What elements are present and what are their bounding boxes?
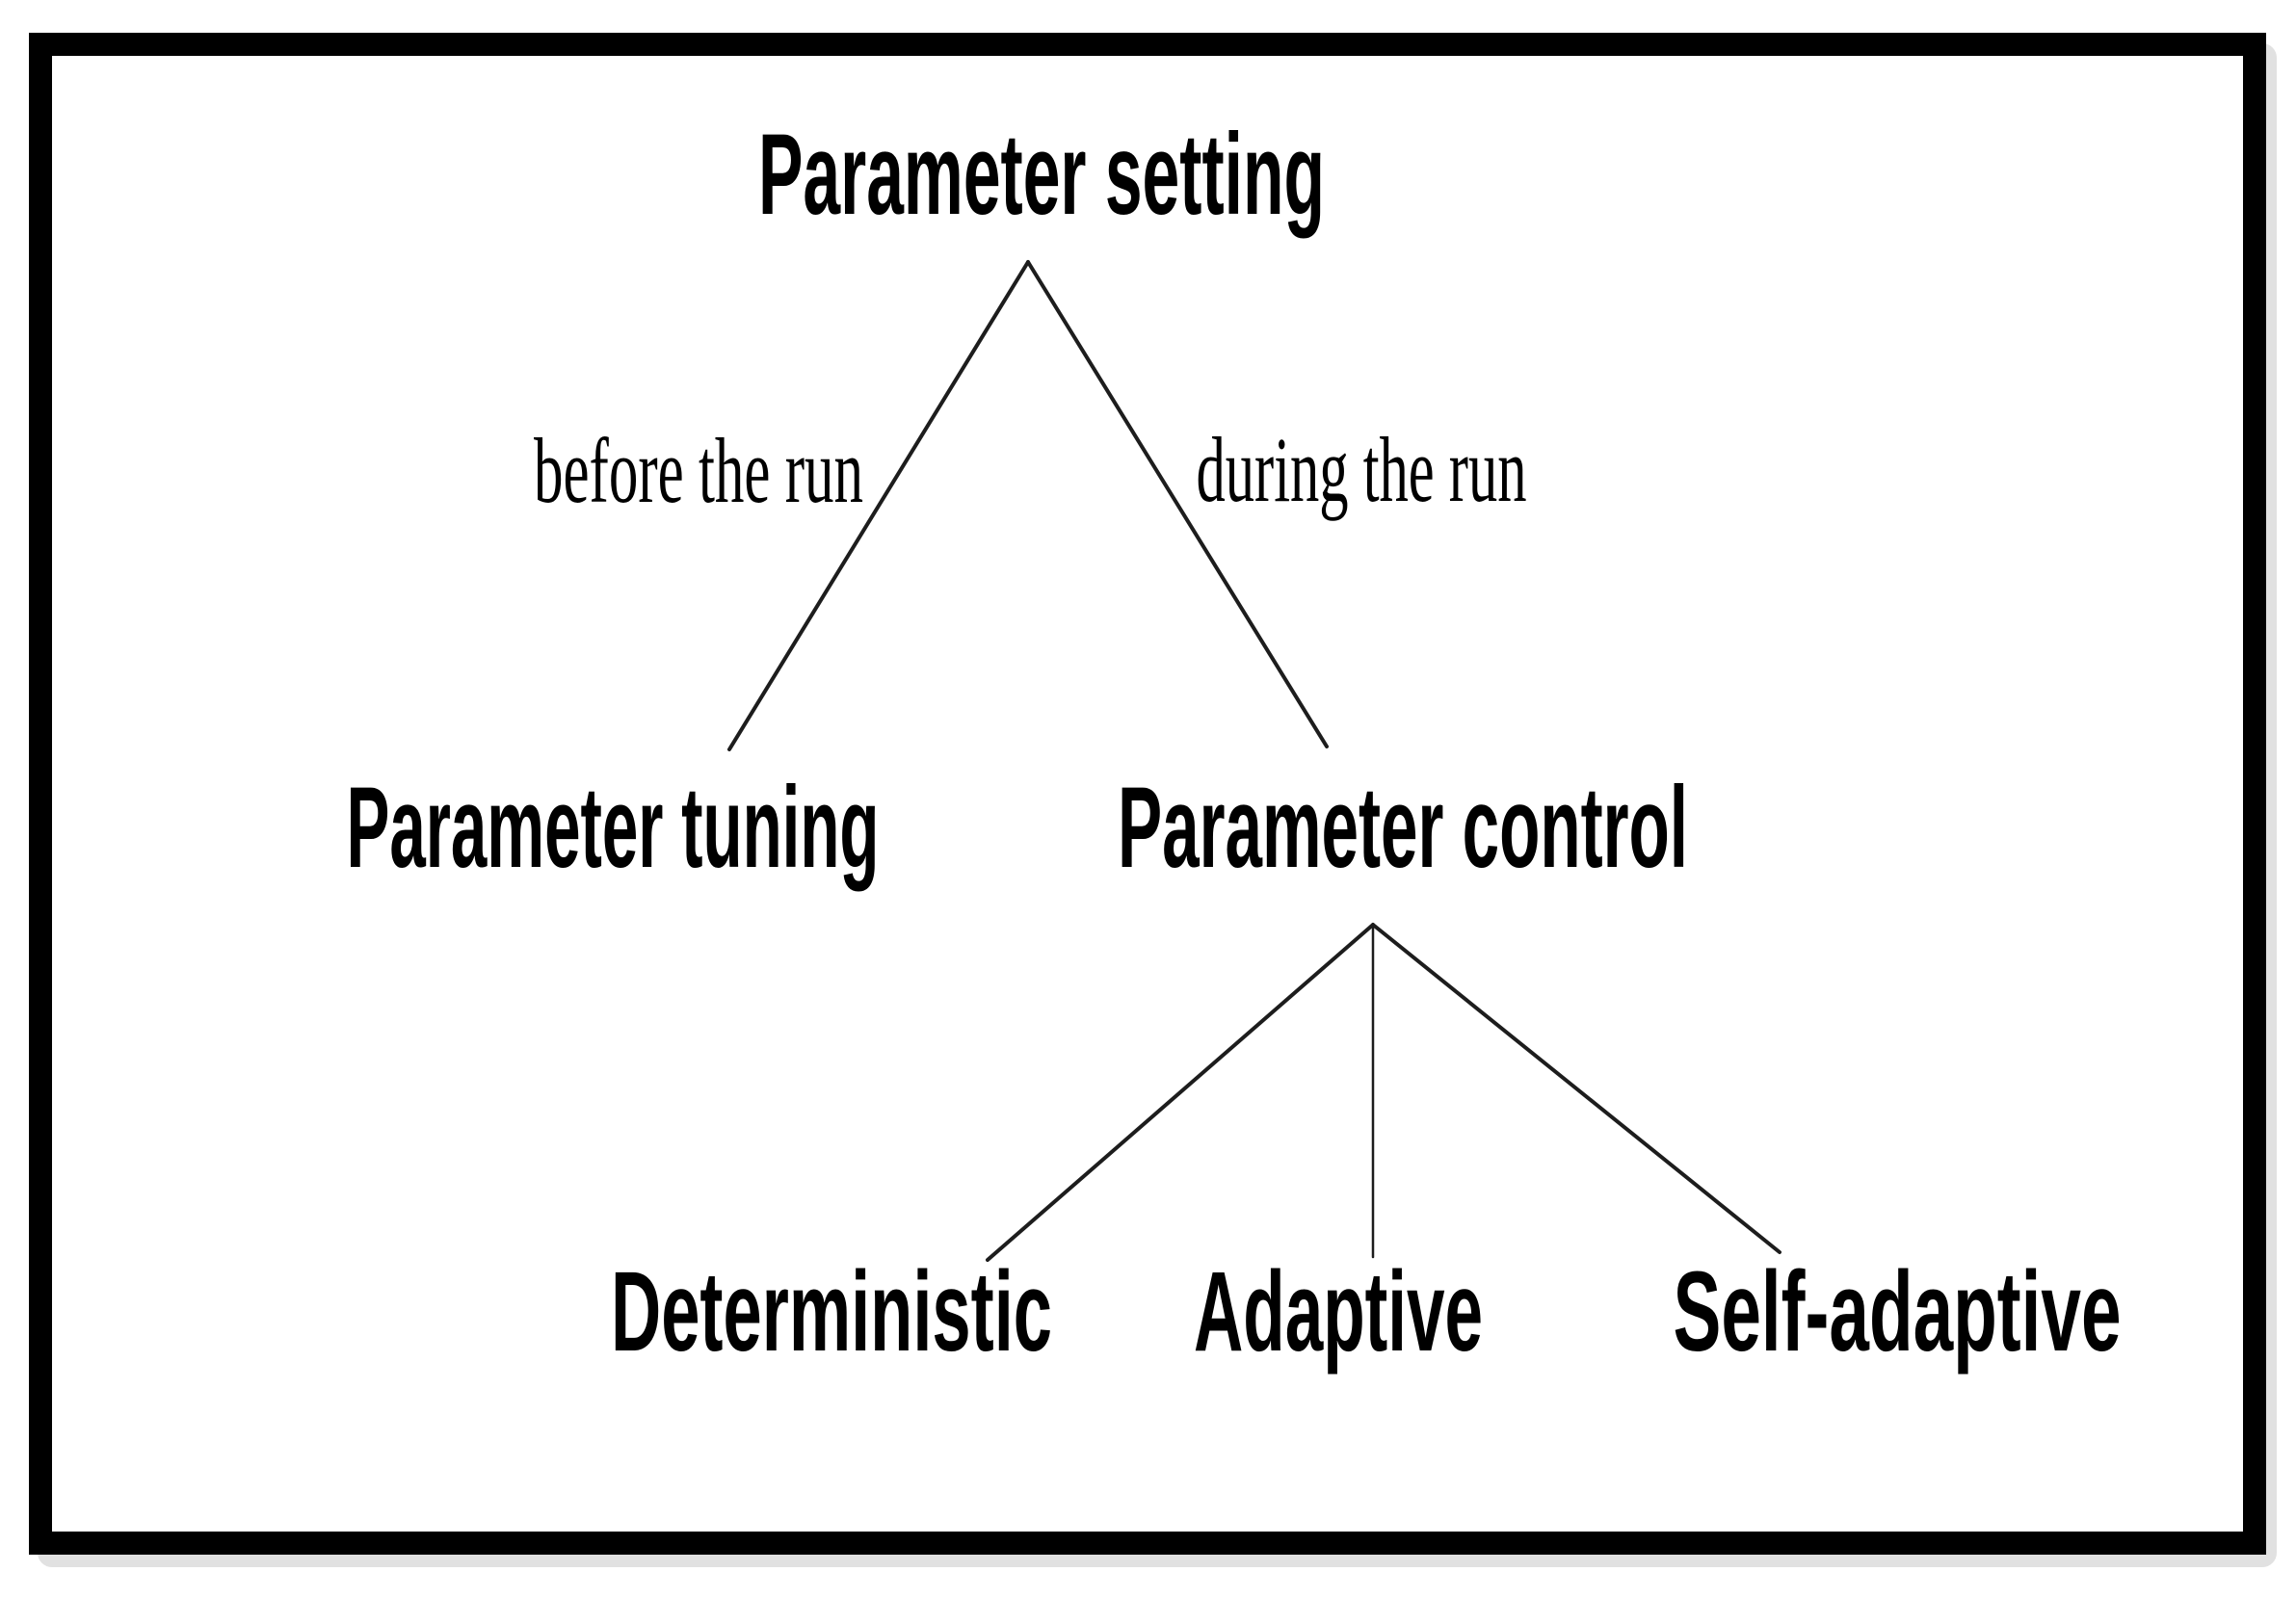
edge-control-to-deterministic xyxy=(986,923,1375,1262)
node-parameter-setting: Parameter setting xyxy=(758,110,1325,239)
node-parameter-tuning: Parameter tuning xyxy=(347,763,880,892)
node-adaptive: Adaptive xyxy=(1194,1248,1483,1375)
tree-edges xyxy=(727,260,1781,1262)
node-parameter-control: Parameter control xyxy=(1118,763,1688,892)
edge-control-to-self-adaptive xyxy=(1371,923,1781,1254)
edge-label-during-the-run: during the run xyxy=(1197,418,1527,521)
edge-label-before-the-run: before the run xyxy=(534,419,863,522)
node-self-adaptive: Self-adaptive xyxy=(1674,1248,2122,1375)
node-deterministic: Deterministic xyxy=(611,1248,1052,1375)
figure-border xyxy=(29,33,2266,1555)
edge-root-to-tuning xyxy=(727,260,1030,751)
edge-root-to-control xyxy=(1026,260,1329,748)
